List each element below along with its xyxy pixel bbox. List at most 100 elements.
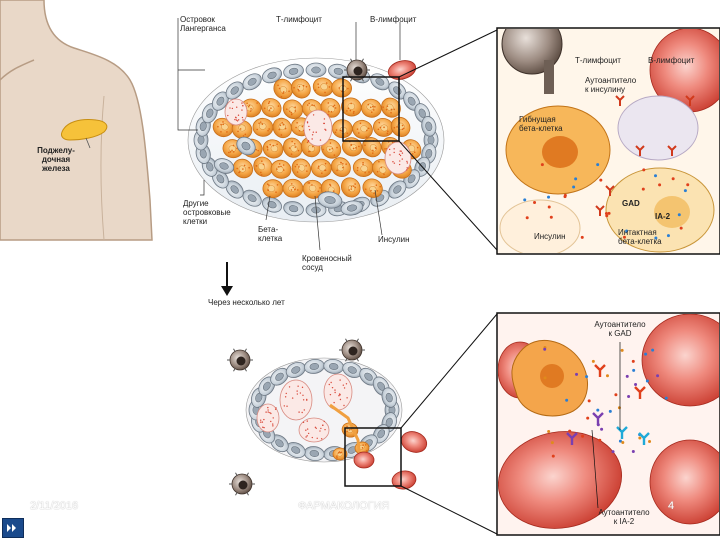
molecule: [568, 429, 572, 433]
damaged-islet: [227, 338, 428, 496]
dying-beta-cell-label-line: бета-клетка: [519, 124, 563, 133]
other-islet-cell: [236, 136, 256, 156]
dying-beta-cell: [256, 403, 280, 433]
islet-of-langerhans: [187, 57, 445, 223]
antibody-icon: [592, 412, 604, 425]
islet-label-line: Лангерганса: [180, 24, 226, 33]
other-islet-cell: [305, 62, 327, 78]
red-blood-cell: [498, 431, 623, 529]
beta-cell: [273, 78, 293, 100]
molecule: [551, 454, 555, 458]
other-islet-cell: [270, 367, 289, 386]
beta-cell: [282, 137, 303, 158]
beta-cell: [253, 156, 273, 177]
insulin-molecule: [641, 187, 645, 191]
other-islet-cell: [403, 91, 421, 111]
islet-outline: [245, 357, 403, 463]
beta-cell: [232, 158, 254, 179]
molecule: [608, 409, 612, 413]
time-arrow: [221, 262, 233, 296]
autoantibody-ia2-label: Аутоантитело к IA-2: [584, 508, 664, 526]
beta-cell-remnant: [329, 403, 362, 461]
beta-cell: [340, 97, 362, 117]
other-cells-label: Другие островковые клетки: [183, 199, 231, 226]
molecule: [645, 379, 649, 383]
molecule: [547, 430, 551, 434]
beta-cell: [282, 99, 304, 119]
beta-cell: [362, 137, 382, 158]
beta-cell-label-line: клетка: [258, 234, 283, 243]
zoom-region-bottom: [344, 427, 402, 487]
red-blood-cell: [353, 451, 375, 469]
leader-line: [591, 429, 599, 509]
beta-cell: [212, 117, 234, 138]
slide-nav-icon[interactable]: [2, 518, 24, 538]
gad-label: GAD: [622, 199, 640, 208]
insulin-molecule: [563, 195, 567, 199]
other-islet-cell: [421, 116, 437, 137]
zoom-region-top: [342, 76, 400, 142]
dying-beta-cell: [279, 379, 313, 421]
zoom-line: [400, 313, 498, 429]
beta-cell: [282, 178, 304, 198]
autoantibody-ia2-label-line: к IA-2: [613, 517, 635, 526]
other-islet-cell: [242, 73, 262, 91]
molecule: [631, 449, 635, 453]
red-blood-cell: [387, 60, 417, 80]
molecule: [600, 427, 604, 431]
zoom-panel-bottom: [496, 312, 720, 536]
insulin-molecule: [654, 174, 658, 178]
other-cells-label-line: Другие: [183, 199, 209, 208]
autoantibody-insulin-label-line: к инсулину: [585, 85, 625, 94]
beta-cell: [302, 179, 324, 199]
zoom-insulin-label: Инсулин: [534, 232, 566, 241]
beta-cell: [341, 137, 363, 157]
footer-title: ФАРМАКОЛОГИЯ: [298, 500, 390, 512]
beta-cell: [270, 159, 292, 179]
zoom-b-lymphocyte-label: В-лимфоцит: [648, 56, 695, 65]
antibody-icon: [667, 145, 677, 156]
other-islet-cell: [211, 91, 229, 111]
dying-beta-cell-label: Гибнущая бета-клетка: [519, 115, 563, 133]
other-islet-cell: [381, 387, 397, 408]
insulin-molecule: [677, 213, 681, 217]
other-cells-label-line: островковые: [183, 208, 231, 217]
molecule: [585, 375, 589, 379]
dying-beta-cell: [224, 98, 248, 126]
molecule: [586, 416, 590, 420]
islet-label-line: Островок: [180, 15, 215, 24]
red-blood-cell: [641, 314, 719, 407]
molecule: [631, 359, 635, 363]
intact-beta-cell-label-line: Интактная: [618, 228, 657, 237]
antibody-icon: [634, 386, 646, 399]
molecule: [581, 434, 585, 438]
molecule: [614, 393, 618, 397]
other-islet-cell: [359, 367, 378, 386]
insulin-molecule: [533, 201, 537, 205]
molecule: [634, 383, 638, 387]
beta-cell: [291, 158, 312, 179]
other-islet-cell: [213, 158, 235, 174]
molecule: [627, 395, 631, 399]
nucleus: [542, 136, 578, 168]
t-lymphocyte: [227, 348, 253, 372]
molecule: [543, 347, 547, 351]
antibody-icon: [595, 205, 605, 216]
insulin-molecule: [679, 226, 683, 230]
molecule: [620, 348, 624, 352]
time-label: Через несколько лет: [208, 298, 285, 307]
insulin-molecule: [525, 216, 529, 220]
other-islet-cell: [225, 81, 244, 100]
beta-cell: [361, 98, 382, 118]
insulin-molecule: [604, 212, 608, 216]
insulin-molecule: [654, 236, 658, 240]
zoom-line: [400, 485, 498, 535]
beta-cell: [381, 97, 401, 118]
autoantibody-gad-label-line: Аутоантитело: [594, 320, 646, 329]
beta-cell: [330, 157, 351, 178]
beta-cell: [321, 139, 342, 159]
insulin-molecule: [666, 234, 670, 238]
other-islet-cell: [285, 442, 306, 459]
beta-cell: [312, 77, 334, 97]
